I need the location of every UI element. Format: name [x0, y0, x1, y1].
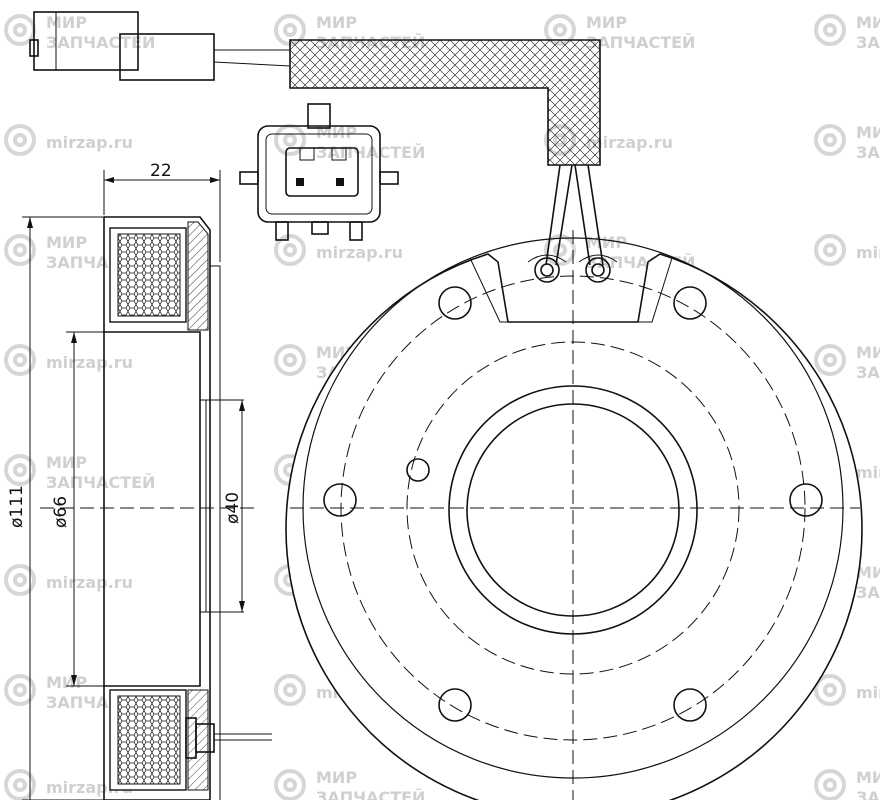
- svg-text:mirzap.ru: mirzap.ru: [856, 243, 880, 262]
- svg-text:mirzap.ru: mirzap.ru: [586, 133, 673, 152]
- front-view: [285, 230, 863, 800]
- svg-text:ЗАПЧАСТЕЙ: ЗАПЧАСТЕЙ: [856, 143, 880, 162]
- svg-text:МИР: МИР: [856, 123, 880, 142]
- svg-text:МИР: МИР: [316, 768, 357, 787]
- svg-text:ЗАПЧАСТЕЙ: ЗАПЧАСТЕЙ: [856, 583, 880, 602]
- cable-sleeve: [289, 39, 604, 266]
- svg-text:МИР: МИР: [586, 13, 627, 32]
- watermark-logo: mirzap.ru: [4, 124, 133, 156]
- watermark-logo: mirzap.ru: [4, 564, 133, 596]
- svg-text:mirzap.ru: mirzap.ru: [46, 573, 133, 592]
- connector-face-view: [239, 103, 399, 241]
- svg-text:ЗАПЧАСТЕЙ: ЗАПЧАСТЕЙ: [46, 473, 155, 492]
- dim-bore-diameter: ø66: [51, 496, 71, 528]
- svg-text:ЗАПЧАСТЕЙ: ЗАПЧАСТЕЙ: [586, 33, 695, 52]
- svg-text:mirzap.ru: mirzap.ru: [856, 463, 880, 482]
- svg-text:МИР: МИР: [46, 13, 87, 32]
- svg-text:МИР: МИР: [46, 453, 87, 472]
- watermark-logo: mirzap.ru: [4, 344, 133, 376]
- svg-text:МИР: МИР: [586, 233, 627, 252]
- svg-text:МИР: МИР: [46, 233, 87, 252]
- watermark-logo: mirzap.ru: [814, 234, 880, 266]
- dim-outer-diameter: ø111: [7, 485, 27, 528]
- svg-text:ЗАПЧАСТЕЙ: ЗАПЧАСТЕЙ: [316, 788, 425, 800]
- watermark-logo: mirzap.ru: [274, 234, 403, 266]
- svg-text:mirzap.ru: mirzap.ru: [46, 353, 133, 372]
- svg-text:МИР: МИР: [856, 343, 880, 362]
- svg-text:МИР: МИР: [856, 563, 880, 582]
- svg-text:ЗАПЧАСТЕЙ: ЗАПЧАСТЕЙ: [856, 33, 880, 52]
- dimension-labels: 22 ø111 ø66 ø40: [7, 161, 243, 528]
- svg-text:mirzap.ru: mirzap.ru: [316, 243, 403, 262]
- svg-text:mirzap.ru: mirzap.ru: [856, 683, 880, 702]
- svg-text:МИР: МИР: [316, 13, 357, 32]
- svg-text:МИР: МИР: [46, 673, 87, 692]
- cable-connector-plug: [29, 11, 291, 81]
- svg-text:МИР: МИР: [856, 768, 880, 787]
- svg-text:mirzap.ru: mirzap.ru: [46, 133, 133, 152]
- svg-text:ЗАПЧАСТЕЙ: ЗАПЧАСТЕЙ: [856, 788, 880, 800]
- dimension-lines: [22, 170, 245, 800]
- dim-hub-diameter: ø40: [223, 492, 243, 524]
- svg-text:МИР: МИР: [856, 13, 880, 32]
- svg-text:ЗАПЧАСТЕЙ: ЗАПЧАСТЕЙ: [46, 33, 155, 52]
- watermark-logo: mirzap.ru: [814, 674, 880, 706]
- dim-width-22: 22: [150, 161, 172, 181]
- side-section-view: [40, 216, 272, 800]
- svg-text:ЗАПЧАСТЕЙ: ЗАПЧАСТЕЙ: [856, 363, 880, 382]
